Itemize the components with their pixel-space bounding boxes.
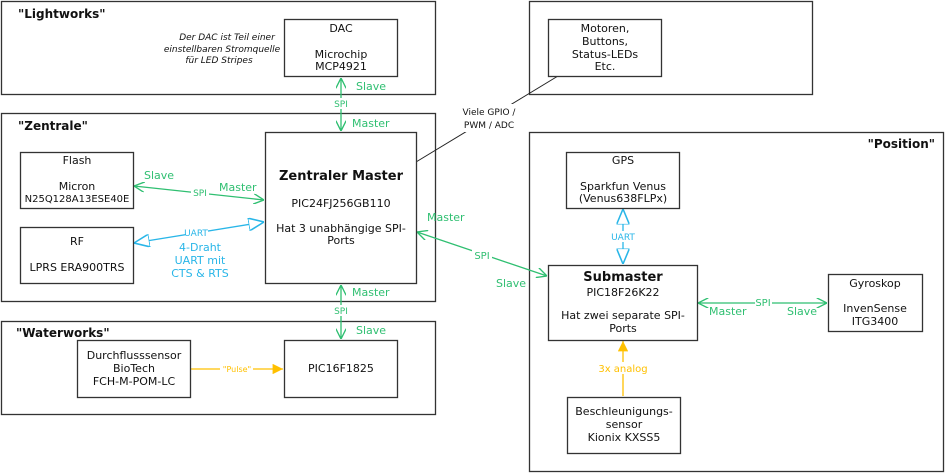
svg-text:"Pulse": "Pulse" bbox=[223, 365, 251, 374]
svg-text:InvenSense: InvenSense bbox=[843, 302, 907, 315]
svg-text:Kionix KXSS5: Kionix KXSS5 bbox=[588, 431, 661, 444]
svg-text:Master: Master bbox=[352, 117, 390, 130]
dac-box: DAC Microchip MCP4921 bbox=[283, 18, 399, 78]
pic16-box: PIC16F1825 bbox=[283, 339, 399, 399]
spi-master-pic16: SPI Master Slave bbox=[332, 285, 390, 339]
svg-text:Slave: Slave bbox=[356, 80, 386, 93]
group-label: "Lightworks" bbox=[18, 7, 106, 21]
spi-master-submaster: SPI Master Slave bbox=[417, 211, 547, 290]
svg-text:sensor: sensor bbox=[606, 418, 643, 431]
svg-text:CTS & RTS: CTS & RTS bbox=[171, 267, 229, 280]
svg-text:Submaster: Submaster bbox=[583, 270, 663, 285]
svg-text:(Venus638FLPx): (Venus638FLPx) bbox=[579, 192, 667, 205]
gps-box: GPS Sparkfun Venus (Venus638FLPx) bbox=[565, 151, 681, 210]
svg-text:einstellbaren Stromquelle: einstellbaren Stromquelle bbox=[164, 45, 281, 55]
submaster-box: Submaster PIC18F26K22 Hat zwei separate … bbox=[547, 264, 699, 342]
spi-dac-master: SPI Slave Master bbox=[332, 78, 390, 131]
spi-flash-master: SPI Slave Master bbox=[134, 169, 264, 200]
svg-text:PIC24FJ256GB110: PIC24FJ256GB110 bbox=[291, 197, 390, 210]
svg-text:Master: Master bbox=[352, 286, 390, 299]
gyroscope-box: Gyroskop InvenSense ITG3400 bbox=[827, 273, 924, 333]
svg-text:BioTech: BioTech bbox=[113, 362, 155, 375]
gpio-master-peripherals: Viele GPIO / PWM / ADC bbox=[415, 75, 559, 163]
svg-text:Microchip: Microchip bbox=[315, 48, 368, 61]
uart-gps-submaster: UART bbox=[610, 209, 636, 264]
svg-text:SPI: SPI bbox=[474, 251, 489, 262]
svg-text:Buttons,: Buttons, bbox=[582, 35, 628, 48]
svg-text:Ports: Ports bbox=[327, 234, 355, 247]
group-label: "Position" bbox=[868, 137, 935, 151]
pulse-flow-pic16: "Pulse" bbox=[190, 363, 283, 375]
flow-sensor-box: Durchflusssensor BioTech FCH-M-POM-LC bbox=[76, 339, 192, 399]
dac-note: Der DAC ist Teil einer einstellbaren Str… bbox=[164, 33, 281, 66]
svg-text:MCP4921: MCP4921 bbox=[315, 60, 367, 73]
svg-text:UART mit: UART mit bbox=[175, 254, 226, 267]
svg-text:LPRS ERA900TRS: LPRS ERA900TRS bbox=[30, 261, 125, 274]
svg-text:Master: Master bbox=[427, 211, 465, 224]
svg-text:4-Draht: 4-Draht bbox=[179, 241, 222, 254]
svg-text:Hat zwei separate SPI-: Hat zwei separate SPI- bbox=[561, 309, 685, 322]
svg-text:PWM / ADC: PWM / ADC bbox=[464, 121, 514, 131]
svg-text:DAC: DAC bbox=[329, 22, 353, 35]
svg-text:Flash: Flash bbox=[63, 154, 92, 167]
svg-text:SPI: SPI bbox=[334, 307, 348, 317]
svg-text:für LED Stripes: für LED Stripes bbox=[185, 56, 253, 66]
svg-text:FCH-M-POM-LC: FCH-M-POM-LC bbox=[93, 375, 176, 388]
svg-text:RF: RF bbox=[70, 235, 84, 248]
svg-text:N25Q128A13ESE40E: N25Q128A13ESE40E bbox=[25, 194, 130, 205]
svg-text:PIC16F1825: PIC16F1825 bbox=[308, 362, 374, 375]
group-label: "Zentrale" bbox=[18, 119, 88, 133]
svg-text:Durchflusssensor: Durchflusssensor bbox=[87, 349, 182, 362]
spi-submaster-gyro: SPI Master Slave bbox=[698, 297, 827, 318]
svg-text:SPI: SPI bbox=[755, 298, 770, 309]
svg-text:PIC18F26K22: PIC18F26K22 bbox=[586, 286, 659, 299]
svg-text:Slave: Slave bbox=[496, 277, 526, 290]
peripherals-box: Motoren, Buttons, Status-LEDs Etc. bbox=[547, 18, 663, 78]
svg-text:Master: Master bbox=[709, 305, 747, 318]
uart-rf-master: UART 4-Draht UART mit CTS & RTS bbox=[134, 222, 264, 280]
svg-text:UART: UART bbox=[611, 233, 635, 243]
svg-text:Status-LEDs: Status-LEDs bbox=[572, 48, 639, 61]
svg-text:3x analog: 3x analog bbox=[598, 364, 647, 375]
svg-text:Master: Master bbox=[219, 181, 257, 194]
svg-text:GPS: GPS bbox=[612, 154, 634, 167]
svg-text:Beschleunigungs-: Beschleunigungs- bbox=[575, 405, 673, 418]
svg-text:Slave: Slave bbox=[356, 324, 386, 337]
svg-text:Zentraler Master: Zentraler Master bbox=[279, 169, 404, 184]
svg-text:Gyroskop: Gyroskop bbox=[849, 277, 900, 290]
svg-text:Slave: Slave bbox=[787, 305, 817, 318]
svg-text:SPI: SPI bbox=[193, 189, 207, 199]
svg-text:Motoren,: Motoren, bbox=[581, 22, 630, 35]
flash-box: Flash Micron N25Q128A13ESE40E bbox=[19, 151, 135, 210]
svg-text:Slave: Slave bbox=[144, 169, 174, 182]
svg-text:Der DAC ist Teil einer: Der DAC ist Teil einer bbox=[179, 33, 276, 43]
svg-text:Etc.: Etc. bbox=[595, 60, 616, 73]
svg-text:Sparkfun Venus: Sparkfun Venus bbox=[580, 180, 666, 193]
accelerometer-box: Beschleunigungs- sensor Kionix KXSS5 bbox=[566, 396, 682, 455]
rf-box: RF LPRS ERA900TRS bbox=[19, 226, 135, 285]
svg-text:Micron: Micron bbox=[59, 180, 96, 193]
analog-accel-submaster: 3x analog bbox=[598, 341, 648, 396]
svg-text:Ports: Ports bbox=[609, 322, 637, 335]
svg-text:Hat 3 unabhängige SPI-: Hat 3 unabhängige SPI- bbox=[276, 222, 406, 235]
central-master-box: Zentraler Master PIC24FJ256GB110 Hat 3 u… bbox=[264, 131, 418, 285]
svg-text:UART: UART bbox=[184, 229, 208, 239]
svg-text:SPI: SPI bbox=[334, 100, 348, 110]
svg-text:Viele GPIO /: Viele GPIO / bbox=[463, 108, 517, 118]
svg-text:ITG3400: ITG3400 bbox=[852, 315, 898, 328]
group-label: "Waterworks" bbox=[16, 326, 110, 340]
